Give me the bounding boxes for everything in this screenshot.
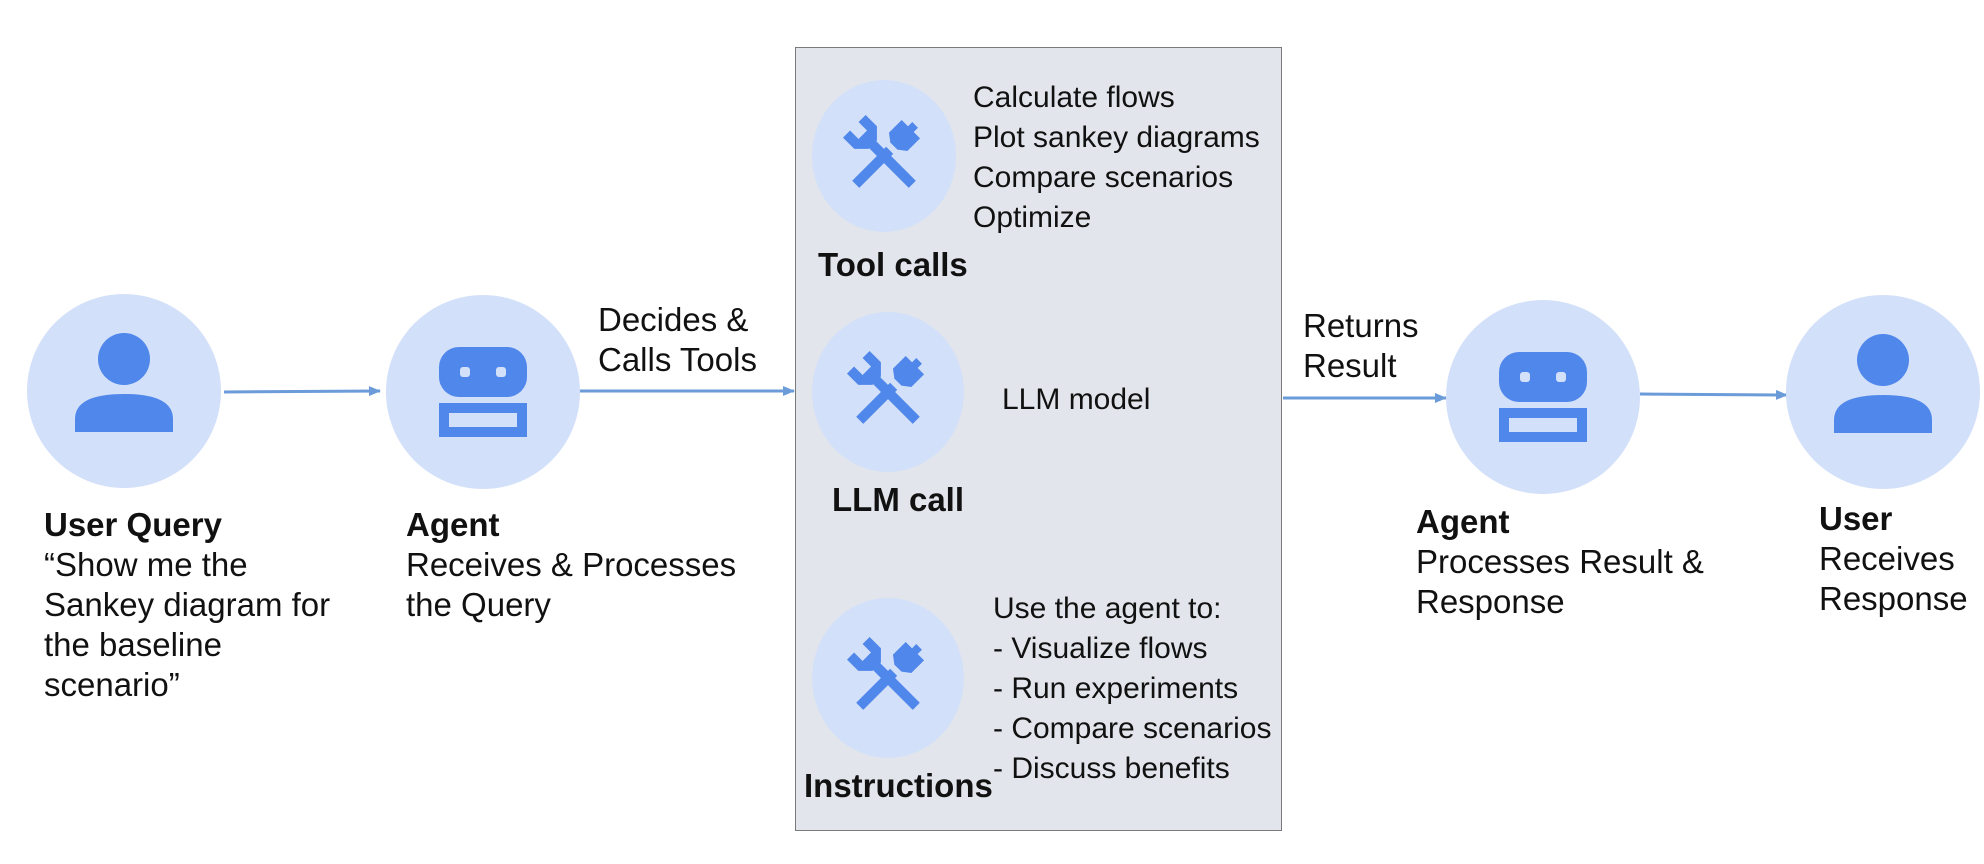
- tools-icon: [846, 350, 925, 424]
- agent-result-label: Agent Processes Result & Response: [1416, 502, 1704, 622]
- returns-edge-line: Result: [1303, 347, 1397, 384]
- returns-edge-line: Returns: [1303, 307, 1419, 344]
- tool-calls-item: Compare scenarios: [973, 161, 1234, 194]
- calls-edge-line: Decides &: [598, 301, 749, 338]
- llm-call-node: [812, 312, 964, 472]
- tool-calls-title: Tool calls: [818, 246, 968, 283]
- agent-result-title: Agent: [1416, 503, 1510, 540]
- person-icon: [75, 333, 173, 432]
- user-query-node: [27, 294, 221, 488]
- instructions-node: [812, 598, 964, 758]
- instructions-item: - Run experiments: [993, 672, 1239, 705]
- agent-line: the Query: [406, 586, 551, 623]
- user-line: Response: [1819, 580, 1968, 617]
- calls-edge-label: Decides & Calls Tools: [598, 300, 757, 380]
- agent-result-line: Response: [1416, 583, 1565, 620]
- user-node: [1786, 295, 1980, 489]
- returns-edge-label: Returns Result: [1303, 306, 1419, 386]
- agent-line: Receives & Processes: [406, 546, 737, 583]
- instructions-list: Use the agent to: - Visualize flows - Ru…: [993, 589, 1271, 789]
- user-title: User: [1819, 500, 1893, 537]
- tool-calls-item: Plot sankey diagrams: [973, 121, 1260, 154]
- llm-call-title: LLM call: [832, 481, 965, 518]
- tool-calls-item: Optimize: [973, 201, 1092, 234]
- person-icon: [1834, 334, 1932, 433]
- user-query-title: User Query: [44, 506, 222, 543]
- instructions-item: - Compare scenarios: [993, 712, 1272, 745]
- agent-node: [386, 295, 580, 489]
- user-query-line: Sankey diagram for: [44, 586, 331, 623]
- tool-calls-item: Calculate flows: [973, 81, 1175, 114]
- user-query-label: User Query “Show me the Sankey diagram f…: [44, 505, 330, 705]
- tool-calls-list: Calculate flows Plot sankey diagrams Com…: [973, 78, 1260, 238]
- llm-model-text: LLM model: [1002, 383, 1151, 416]
- agent-result-node: [1446, 300, 1640, 494]
- user-query-line: “Show me the: [44, 546, 248, 583]
- user-line: Receives: [1819, 540, 1955, 577]
- tools-icon: [842, 114, 921, 188]
- arrow-user-to-agent: [223, 386, 381, 397]
- user-label: User Receives Response: [1819, 499, 1968, 619]
- user-query-line: scenario”: [44, 666, 180, 703]
- instructions-item: Use the agent to:: [993, 592, 1222, 625]
- user-query-line: the baseline: [44, 626, 222, 663]
- calls-edge-line: Calls Tools: [598, 341, 757, 378]
- instructions-item: - Visualize flows: [993, 632, 1208, 665]
- llm-call-list: LLM model: [1002, 380, 1150, 420]
- agent-title: Agent: [406, 506, 500, 543]
- arrow-agent-to-user: [1639, 389, 1788, 400]
- tools-icon: [846, 636, 925, 710]
- robot-icon: [439, 347, 527, 437]
- agent-result-line: Processes Result &: [1416, 543, 1704, 580]
- instructions-title: Instructions: [804, 767, 993, 804]
- agent-label: Agent Receives & Processes the Query: [406, 505, 736, 625]
- instructions-item: - Discuss benefits: [993, 752, 1230, 785]
- tool-calls-node: [812, 80, 956, 232]
- robot-icon: [1499, 352, 1587, 442]
